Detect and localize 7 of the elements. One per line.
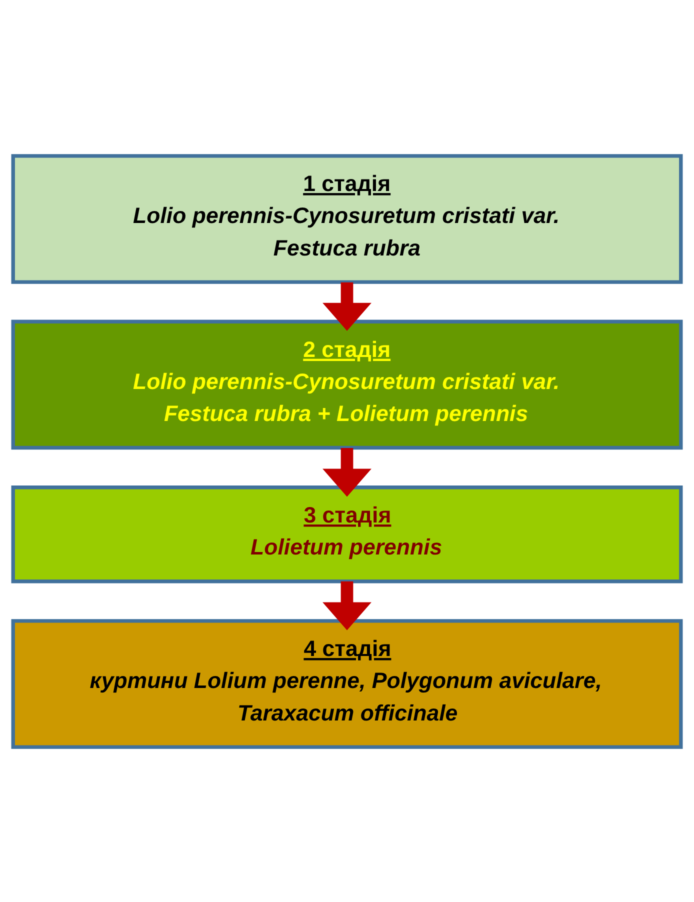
node-box: 4 стадія куртини Lolium perenne, Polygonum aviculare, Taraxacum officinale [11,618,683,748]
arrow [322,447,372,496]
node-box: 3 стадія Lolietum perennis [11,485,683,583]
node-box: 1 стадія Lolio perennis-Cynosuretum cristati var. Festuca rubra [11,154,683,284]
node-box: 2 стадія Lolio perennis-Cynosuretum cristati var. Festuca rubra + Lolietum perennis [11,319,683,450]
arrow [322,580,372,630]
arrow [322,282,372,330]
